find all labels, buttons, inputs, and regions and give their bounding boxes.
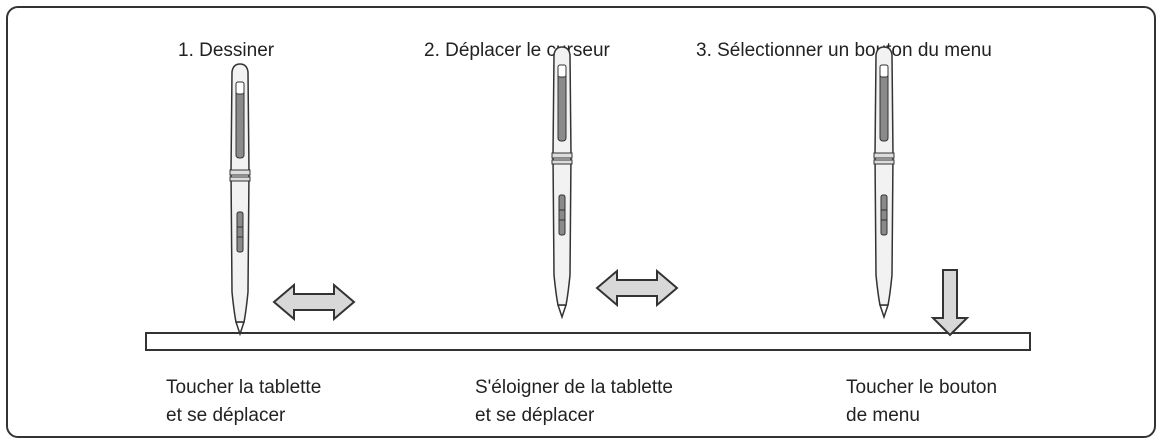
step-1-caption-line2: et se déplacer [166,405,286,426]
step-2-caption-line1: S'éloigner de la tablette [475,377,673,398]
tablet-surface [145,332,1031,351]
double-arrow-horizontal-icon [272,282,356,322]
step-1-title: 1. Dessiner [178,40,275,61]
step-2-caption-line2: et se déplacer [475,405,595,426]
step-2-caption: S'éloigner de la tablette et se déplacer [475,374,673,430]
pen-icon [229,63,251,335]
pen-icon [551,46,573,318]
diagram-frame [6,6,1156,438]
step-1-caption: Toucher la tablette et se déplacer [166,374,321,430]
down-arrow-icon [930,269,970,337]
pen-icon [873,46,895,318]
step-1-caption-line1: Toucher la tablette [166,377,322,398]
step-3-caption-line1: Toucher le bouton [846,377,998,398]
step-3-title: 3. Sélectionner un bouton du menu [696,40,992,61]
step-3-caption-line2: de menu [846,405,920,426]
double-arrow-horizontal-icon [595,268,679,308]
step-3-caption: Toucher le bouton de menu [846,374,997,430]
